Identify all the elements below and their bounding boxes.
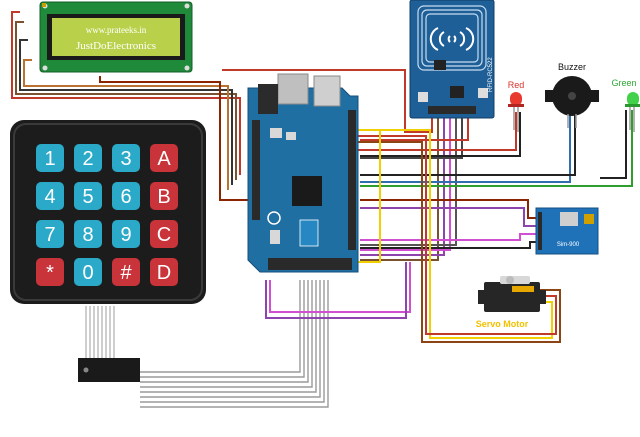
lcd-line2: JustDoElectronics: [76, 40, 156, 52]
wire-rfid-1: [222, 69, 433, 133]
wire-servo-3: [358, 141, 561, 343]
wire-green-gnd: [600, 110, 627, 179]
keypad-key[interactable]: [112, 182, 140, 210]
keypad-key[interactable]: [74, 220, 102, 248]
keypad-key[interactable]: [150, 220, 178, 248]
wire-servo-1: [358, 129, 553, 339]
green-led-label: Green: [611, 78, 636, 88]
wire-buzzer-gnd: [360, 110, 576, 176]
sim-label: Sim-900: [557, 242, 580, 248]
wire-rfid-6: [360, 112, 463, 159]
keypad-key[interactable]: [112, 258, 140, 286]
red-led-label: Red: [508, 80, 525, 90]
keypad-key-label: *: [46, 262, 54, 284]
keypad-key[interactable]: [36, 258, 64, 286]
keypad-key-label: 2: [82, 148, 93, 170]
arduino-mega: [247, 73, 359, 273]
keypad-key[interactable]: [74, 144, 102, 172]
wires: [11, 11, 633, 408]
keypad: 1 2 3 A 4 5 6 B 7 8 9 C * 0 # D: [10, 120, 206, 304]
wire-green-led: [360, 110, 633, 187]
keypad-key[interactable]: [36, 220, 64, 248]
wire-lcd-3: [19, 39, 233, 185]
keypad-key[interactable]: [112, 220, 140, 248]
wire-pink: [269, 262, 411, 313]
keypad-key-label: 4: [44, 186, 55, 208]
wire-red-led-gnd: [360, 112, 521, 157]
rfid-module: RFID-RC522: [409, 0, 495, 119]
keypad-key[interactable]: [112, 144, 140, 172]
keypad-key[interactable]: [36, 182, 64, 210]
keypad-key-label: 8: [82, 224, 93, 246]
rfid-label: RFID-RC522: [488, 57, 494, 92]
keypad-keys: 1 2 3 A 4 5 6 B 7 8 9 C * 0 # D: [36, 144, 178, 286]
keypad-ribbon: [85, 306, 115, 358]
wire-lcd-4: [23, 59, 229, 190]
wire-sim-3: [360, 233, 540, 241]
wire-sim-2: [360, 207, 540, 227]
lcd-display: www.prateeks.in JustDoElectronics: [39, 1, 193, 73]
keypad-key[interactable]: [150, 258, 178, 286]
sim900-module: Sim-900: [535, 207, 599, 255]
keypad-key-label: 5: [82, 186, 93, 208]
keypad-key[interactable]: [150, 182, 178, 210]
wire-rfid-2: [360, 112, 439, 261]
keypad-key[interactable]: [74, 182, 102, 210]
red-led: Red: [508, 80, 525, 132]
keypad-key-label: 6: [120, 186, 131, 208]
buzzer-label: Buzzer: [558, 62, 586, 72]
keypad-key-label: 9: [120, 224, 131, 246]
keypad-key-label: A: [157, 148, 171, 170]
keypad-key-label: C: [157, 224, 171, 246]
wire-servo-2: [358, 135, 557, 335]
wire-purple: [265, 262, 407, 319]
wire-red-led: [355, 112, 517, 151]
wire-buzzer: [360, 110, 571, 183]
wire-sim-4: [360, 241, 540, 249]
servo-motor: Servo Motor: [476, 276, 546, 329]
wire-rfid-3: [360, 112, 445, 256]
buzzer: Buzzer: [545, 62, 599, 128]
lcd-line1: www.prateeks.in: [86, 25, 147, 35]
keypad-key-label: B: [157, 186, 170, 208]
keypad-key[interactable]: [150, 144, 178, 172]
green-led: Green: [611, 78, 640, 132]
keypad-key-label: 1: [44, 148, 55, 170]
keypad-key-label: 3: [120, 148, 131, 170]
wire-rfid-7: [360, 112, 469, 141]
rfid-waves-icon: [429, 27, 475, 51]
keypad-key[interactable]: [36, 144, 64, 172]
keypad-connector: [78, 358, 140, 382]
keypad-key-label: D: [157, 262, 171, 284]
wire-lcd-2: [15, 21, 237, 180]
wire-sim-1: [360, 199, 540, 219]
lcd-pins: [42, 3, 46, 7]
keypad-key[interactable]: [74, 258, 102, 286]
keypad-key-label: 0: [82, 262, 93, 284]
wire-lcd-5: [99, 76, 260, 201]
keypad-key-label: #: [120, 262, 132, 284]
servo-label: Servo Motor: [476, 319, 529, 329]
keypad-key-label: 7: [44, 224, 55, 246]
wire-lcd-1: [11, 11, 241, 175]
